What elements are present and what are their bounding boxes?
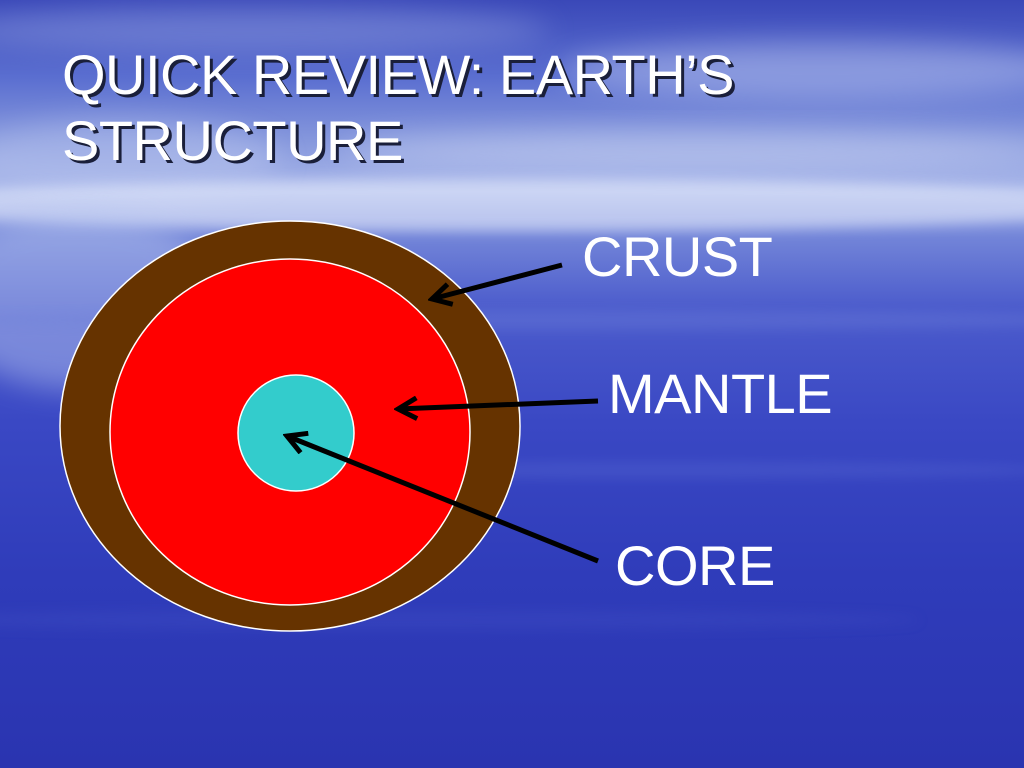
core-arrow: [287, 436, 599, 564]
mantle-arrow: [398, 401, 599, 409]
core-layer: [237, 374, 355, 492]
slide-title-line-2: STRUCTURE: [62, 109, 403, 172]
core-label: CORE: [615, 534, 775, 597]
crust-label: CRUST: [582, 225, 773, 288]
crust-arrow: [432, 262, 563, 299]
slide-title: QUICK REVIEW: EARTH’S STRUCTURE: [62, 42, 942, 174]
mantle-label: MANTLE: [608, 362, 833, 425]
slide-title-line-1: QUICK REVIEW: EARTH’S: [62, 43, 735, 106]
